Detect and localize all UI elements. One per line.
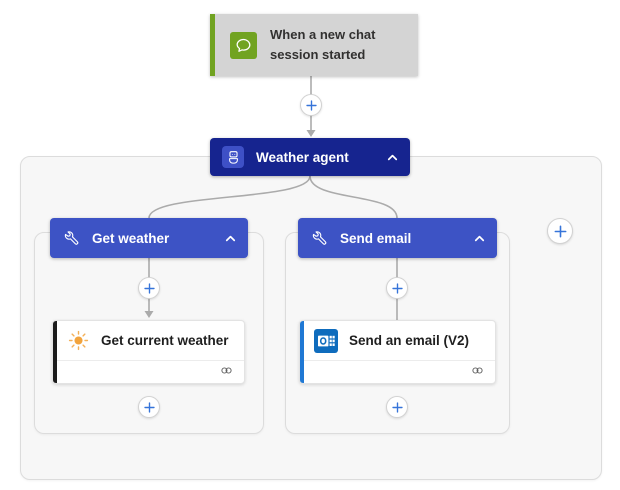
wrench-icon	[64, 230, 80, 246]
collapse-chevron-icon[interactable]	[223, 231, 238, 246]
collapse-chevron-icon[interactable]	[472, 231, 487, 246]
trigger-title: When a new chat session started	[270, 27, 376, 62]
action-card-get-current-weather[interactable]: Get current weather	[52, 320, 245, 384]
robot-icon	[222, 146, 244, 168]
connection-status-icon[interactable]	[219, 363, 234, 383]
action-card-send-an-email-v2[interactable]: Send an email (V2)	[299, 320, 496, 384]
connector-accent-bar	[300, 321, 304, 383]
insert-action-button-top[interactable]	[300, 94, 322, 116]
connection-status-icon[interactable]	[470, 363, 485, 383]
insert-action-button-send-email[interactable]	[386, 277, 408, 299]
tool-header-get-weather[interactable]: Get weather	[50, 218, 248, 258]
add-tool-button[interactable]	[547, 218, 573, 244]
chat-icon	[230, 31, 257, 59]
agent-label: Weather agent	[256, 149, 349, 165]
tool-label: Get weather	[92, 230, 170, 246]
tool-header-send-email[interactable]: Send email	[298, 218, 497, 258]
outlook-icon	[314, 328, 338, 353]
add-action-button-send-email[interactable]	[386, 396, 408, 418]
wrench-icon	[312, 230, 328, 246]
agent-card[interactable]: Weather agent	[210, 138, 410, 176]
connector-accent-bar	[53, 321, 57, 383]
action-title: Get current weather	[101, 333, 229, 348]
trigger-card[interactable]: When a new chat session started	[210, 14, 418, 76]
action-title: Send an email (V2)	[349, 333, 470, 348]
sun-icon	[67, 329, 90, 352]
add-action-button-get-weather[interactable]	[138, 396, 160, 418]
insert-action-button-get-weather[interactable]	[138, 277, 160, 299]
collapse-chevron-icon[interactable]	[385, 150, 400, 165]
tool-label: Send email	[340, 230, 412, 246]
